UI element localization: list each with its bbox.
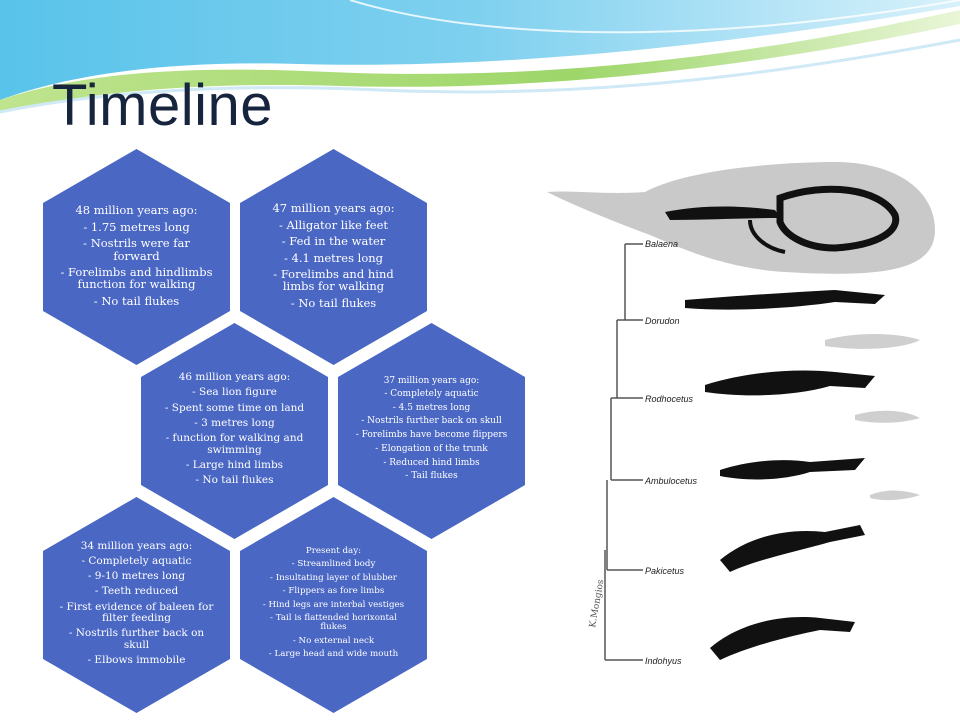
header-wave-decoration (0, 0, 960, 114)
hexagon-line: - Nostrils were far forward (83, 236, 190, 263)
hexagon-line: - function for walking and swimming (165, 432, 304, 456)
timeline-hexagon-present-day: Present day: - Streamlined body - Insult… (240, 497, 427, 713)
balaena-skeleton (665, 206, 780, 220)
hexagon-line: - Flippers as fore limbs (282, 586, 385, 597)
hexagon-line: - No tail flukes (93, 293, 180, 308)
artist-signature: K.Mongios (588, 578, 606, 628)
hexagon-heading: 47 million years ago: (272, 200, 395, 215)
hexagon-line: - Spent some time on land (164, 401, 305, 414)
hexagon-line: - Elongation of the trunk (375, 443, 488, 454)
hexagon-line: - Reduced hind limbs (383, 457, 480, 468)
hexagon-line: - 9-10 metres long (87, 570, 186, 583)
hexagon-line: - Tail flukes (405, 471, 458, 482)
timeline-hexagon-37-mya: 37 million years ago: - Completely aquat… (338, 323, 525, 539)
species-label-ambulocetus: Ambulocetus (645, 476, 698, 486)
hexagon-line: - Teeth reduced (94, 585, 179, 598)
indohyus-skeleton (710, 617, 855, 660)
hexagon-line: - First evidence of baleen for filter fe… (59, 600, 214, 624)
dorudon-silhouette (825, 334, 920, 349)
hexagon-line: - Hind legs are interbal vestiges (262, 599, 405, 610)
hexagon-line: - Sea lion figure (192, 386, 277, 399)
hexagon-line: - Completely aquatic (81, 554, 192, 567)
cladogram-illustration: K.Mongios (547, 162, 935, 661)
rodhocetus-silhouette (855, 410, 920, 423)
hexagon-line: - 4.5 metres long (392, 402, 471, 413)
timeline-hexagon-34-mya: 34 million years ago: - Completely aquat… (43, 497, 230, 713)
species-label-pakicetus: Pakicetus (645, 566, 685, 576)
pakicetus-skeleton (720, 525, 865, 572)
ambulocetus-silhouette (870, 490, 920, 501)
hexagon-line: - Insultating layer of blubber (270, 572, 397, 583)
hexagon-line: - 4.1 metres long (283, 250, 384, 265)
timeline-hexagon-48-mya: 48 million years ago: - 1.75 metres long… (43, 149, 230, 365)
timeline-hexagon-46-mya: 46 million years ago: - Sea lion figure … (141, 323, 328, 539)
species-label-rodhocetus: Rodhocetus (645, 394, 694, 404)
balaena-skull (776, 185, 900, 252)
hexagon-line: - Large hind limbs (185, 458, 284, 471)
hexagon-line: - Nostrils further back on skull (361, 416, 502, 427)
hexagon-line: - 1.75 metres long (83, 219, 190, 234)
cladogram-tree (604, 243, 643, 661)
ambulocetus-skeleton (720, 458, 865, 480)
hexagon-line: - No external neck (292, 635, 375, 646)
hexagon-line: - No tail flukes (195, 474, 274, 487)
hexagon-heading: 48 million years ago: (75, 202, 198, 217)
hexagon-heading: Present day: (305, 546, 362, 557)
hexagon-line: - Tail is flattended horixontal flukes (270, 613, 397, 633)
hexagon-heading: 34 million years ago: (80, 539, 193, 552)
rodhocetus-skeleton (705, 370, 875, 396)
timeline-hexagon-47-mya: 47 million years ago: - Alligator like f… (240, 149, 427, 365)
hexagon-line: - Large head and wide mouth (268, 649, 399, 660)
hexagon-line: - No tail flukes (290, 295, 377, 310)
slide-title: Timeline (52, 73, 274, 138)
hexagon-line: - Forelimbs and hindlimbs function for w… (60, 265, 213, 292)
hexagon-line: - Nostrils further back on skull (68, 627, 205, 651)
species-label-balaena: Balaena (645, 239, 679, 249)
hexagon-line: - Streamlined body (291, 559, 376, 570)
hexagon-line: - Fed in the water (281, 234, 386, 249)
hexagon-line: - Forelimbs have become flippers (355, 430, 508, 441)
whale-evolution-figure: K.Mongios Balaena Dorudon Rodhocetus Amb… (535, 140, 940, 700)
hexagon-heading: 46 million years ago: (178, 371, 291, 384)
hexagon-line: - Elbows immobile (87, 653, 186, 666)
hexagon-line: - Forelimbs and hind limbs for walking (273, 267, 394, 294)
hexagon-line: - Alligator like feet (278, 217, 389, 232)
hexagon-line: - Completely aquatic (384, 388, 479, 399)
hexagon-line: - 3 metres long (194, 417, 275, 429)
hexagon-heading: 37 million years ago: (383, 375, 480, 386)
species-label-dorudon: Dorudon (645, 316, 680, 326)
species-label-indohyus: Indohyus (645, 656, 682, 666)
dorudon-skeleton (685, 290, 885, 310)
